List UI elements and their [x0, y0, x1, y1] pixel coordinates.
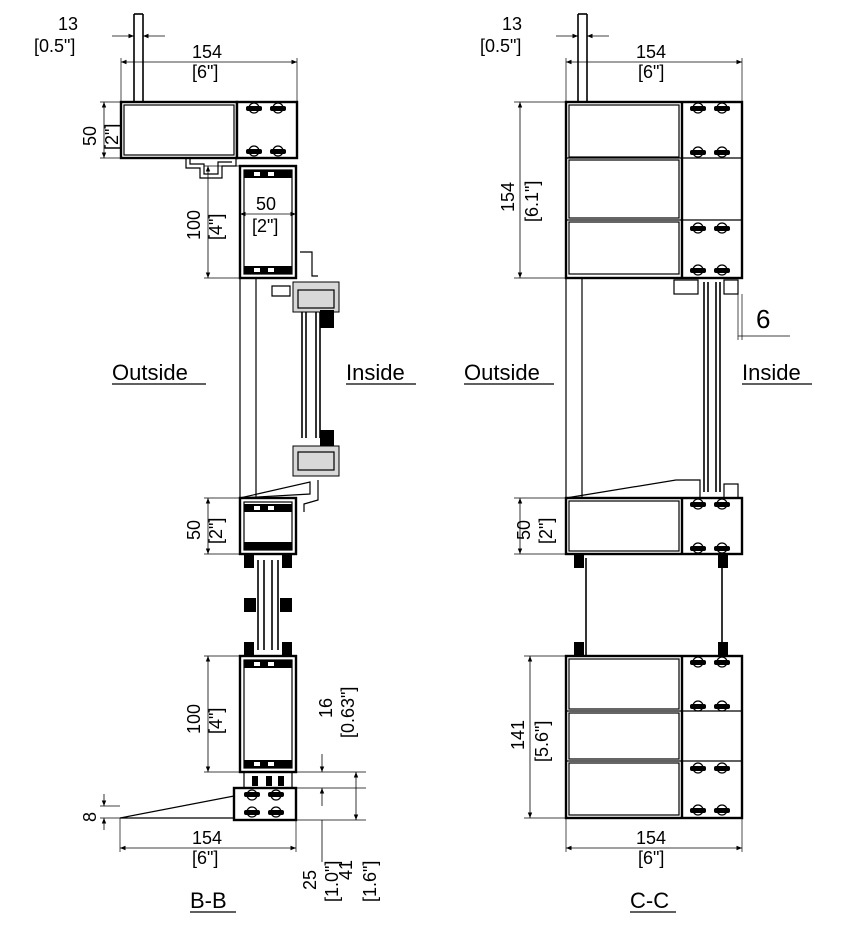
bb-left-50a: 50 — [80, 126, 100, 146]
bb-sill — [238, 481, 311, 556]
cc-left-50: 50 — [514, 520, 534, 540]
bb-left-100b-in: [4"] — [206, 708, 226, 734]
bb-left-50b-in: [2"] — [206, 518, 226, 544]
bb-dimension-text: 13 [0.5"] 154 [6"] 50 [2"] 100 [4"] 50 [… — [34, 14, 380, 902]
bb-bot-25: 25 — [300, 870, 320, 890]
cc-left-154: 154 — [498, 182, 518, 212]
bb-left-50b: 50 — [184, 520, 204, 540]
bb-mid-50: 50 — [256, 194, 276, 214]
bb-connector — [244, 554, 292, 656]
bb-top-gaskets — [246, 102, 286, 157]
cc-left-50-in: [2"] — [536, 518, 556, 544]
bb-mid-50-in: [2"] — [252, 216, 278, 236]
cc-top-154: 154 — [636, 42, 666, 62]
bb-top-154-in: [6"] — [192, 62, 218, 82]
cc-top-13: 13 — [502, 14, 522, 34]
cc-dimension-text: 13 [0.5"] 154 [6"] 154 [6.1"] 6 50 [2"] … — [480, 14, 770, 868]
bb-top-154: 154 — [192, 42, 222, 62]
bb-right-16: 16 — [316, 698, 336, 718]
section-bb: 13 [0.5"] 154 [6"] 50 [2"] 100 [4"] 50 [… — [34, 13, 416, 913]
cc-head-gaskets — [690, 102, 730, 276]
cc-glazing — [565, 278, 739, 499]
bb-dimensions — [100, 33, 366, 862]
cc-sill-unit — [564, 479, 744, 556]
bb-top-head-tube — [119, 13, 299, 179]
cc-top-154-in: [6"] — [638, 62, 664, 82]
cc-section-label: C-C — [630, 888, 669, 913]
bb-top-13-in: [0.5"] — [34, 36, 75, 56]
cc-head-stack — [564, 13, 744, 280]
bb-base-tube — [119, 771, 298, 822]
bb-upper-mullion — [238, 164, 298, 280]
section-cc: 13 [0.5"] 154 [6"] 154 [6.1"] 6 50 [2"] … — [464, 13, 812, 913]
cc-inside-label: Inside — [742, 360, 801, 385]
bb-glazing — [239, 251, 340, 512]
bb-bot-154-in: [6"] — [192, 848, 218, 868]
bb-left-100a: 100 — [184, 210, 204, 240]
cc-dimensions — [514, 33, 790, 852]
bb-left-8: 8 — [80, 812, 100, 822]
cc-bot-154-in: [6"] — [638, 848, 664, 868]
cc-outside-label: Outside — [464, 360, 540, 385]
cc-connector — [574, 554, 728, 656]
cc-bot-154: 154 — [636, 828, 666, 848]
bb-inside-label: Inside — [346, 360, 405, 385]
cc-left-154-in: [6.1"] — [522, 181, 542, 222]
cc-left-141-in: [5.6"] — [532, 721, 552, 762]
bb-left-100a-in: [4"] — [206, 214, 226, 240]
cc-left-141: 141 — [508, 720, 528, 750]
bb-left-50a-in: [2"] — [102, 124, 122, 150]
bb-outside-label: Outside — [112, 360, 188, 385]
bb-top-13: 13 — [58, 14, 78, 34]
cc-right-6: 6 — [756, 304, 770, 334]
cc-top-13-in: [0.5"] — [480, 36, 521, 56]
bb-section-label: B-B — [190, 888, 227, 913]
cc-base-gaskets — [690, 656, 730, 816]
bb-lower-mullion — [238, 654, 298, 774]
bb-right-16-in: [0.63"] — [338, 687, 358, 738]
bb-bot-41-in: [1.6"] — [360, 861, 380, 902]
bb-left-100b: 100 — [184, 704, 204, 734]
cc-base-stack — [564, 654, 744, 820]
bb-bot-41: 41 — [336, 860, 356, 880]
bb-bot-25-in: [1.0"] — [322, 861, 342, 902]
bb-bot-154: 154 — [192, 828, 222, 848]
